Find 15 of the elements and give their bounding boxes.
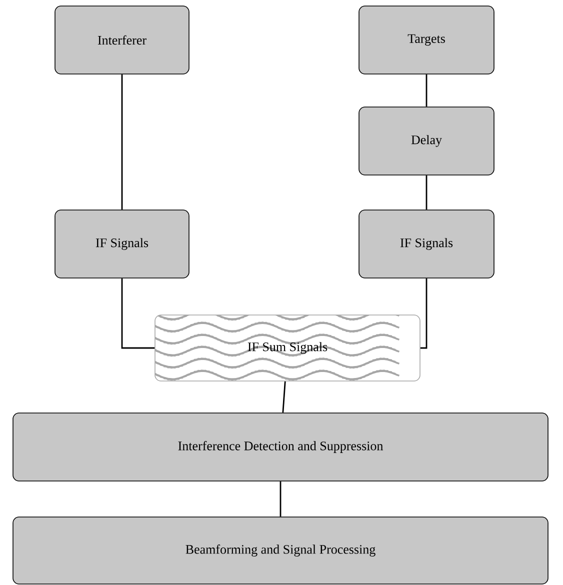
process-box: IF Signals xyxy=(54,210,190,278)
connector-line xyxy=(426,175,428,210)
connector-line xyxy=(420,278,428,349)
process-box: Delay xyxy=(358,106,494,176)
process-box: IF Signals xyxy=(358,210,494,278)
connector-line xyxy=(121,74,123,210)
connector-line xyxy=(280,481,282,517)
connector-line xyxy=(426,74,428,107)
process-box: Beamforming and Signal Processing xyxy=(12,516,548,584)
connector-line xyxy=(282,381,286,413)
process-box: Targets xyxy=(358,6,494,74)
process-box: Interferer xyxy=(54,6,190,74)
wavy-box: IF Sum Signals xyxy=(154,314,420,382)
connector-line xyxy=(121,278,155,349)
process-box: Interference Detection and Suppression xyxy=(12,412,548,482)
